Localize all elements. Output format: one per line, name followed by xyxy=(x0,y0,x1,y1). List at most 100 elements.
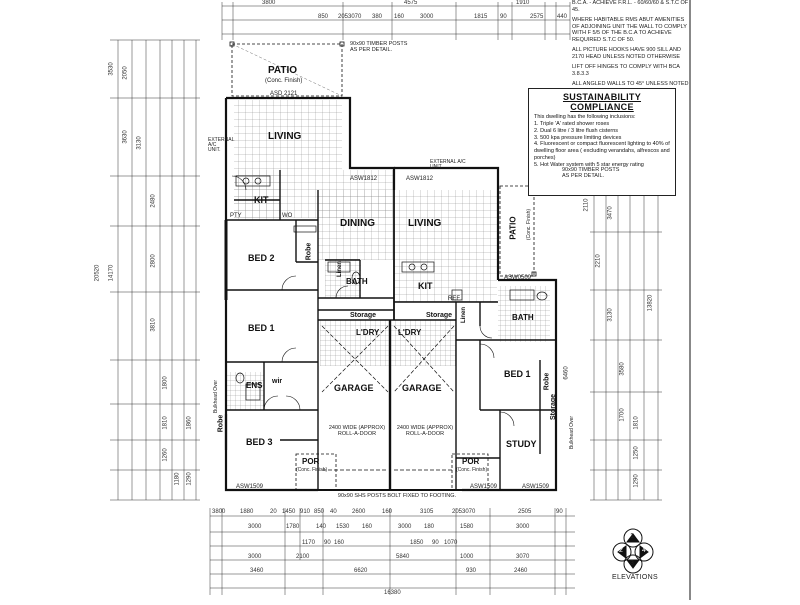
opening-asw-1812-a: ASW1812 xyxy=(350,176,378,182)
dim-left: 2480 xyxy=(150,194,157,208)
general-notes: B.C.A. - ACHIEVE F.R.L. - 60/60/60 & S.T… xyxy=(572,0,690,98)
dim-bottom: 850 xyxy=(314,509,325,515)
note-2: WHERE HABITABLE RMS ABUT AMENITIES OF AD… xyxy=(572,17,687,43)
dim-top: 380 xyxy=(372,14,383,20)
dim-top: 3800 xyxy=(262,0,276,6)
dim-right: 3130 xyxy=(607,308,614,322)
room-linen-right: Linen xyxy=(461,307,467,323)
dim-bottom: 2600 xyxy=(352,509,366,515)
dim-top: 4575 xyxy=(404,0,418,6)
dim-top: 2053070 xyxy=(338,14,362,20)
dim-top: 850 xyxy=(318,14,329,20)
dim-bottom: 2505 xyxy=(518,509,532,515)
sustainability-item: 3. 500 kpa pressure limiting devices xyxy=(534,134,622,141)
dim-top: 1910 xyxy=(516,0,530,6)
dim-bottom: 5840 xyxy=(396,554,410,560)
opening-asw-1509-a: ASW1509 xyxy=(236,484,264,490)
dim-bottom: 40 xyxy=(330,509,337,515)
sustainability-item: 2. Dual 6 litre / 3 litre flush cisterns xyxy=(534,127,619,134)
room-bed-1-left: BED 1 xyxy=(248,323,275,333)
dim-bottom: 90 xyxy=(556,509,563,515)
note-4: LIFT OFF HINGES TO COMPLY WITH BCA 3.8.3… xyxy=(572,64,680,77)
sustainability-box: SUSTAINABILITY COMPLIANCE This dwelling … xyxy=(528,88,676,196)
dim-bottom: 1850 xyxy=(410,540,424,546)
room-patio-right: PATIO xyxy=(508,216,518,240)
dim-right: 3580 xyxy=(619,362,626,376)
sustainability-title: SUSTAINABILITY COMPLIANCE xyxy=(562,92,642,112)
opening-asd-top: ASD 2121 xyxy=(270,91,298,97)
elevation-number: 1 xyxy=(630,533,634,540)
dim-bottom: 1530 xyxy=(336,524,350,530)
roll-door-left: 2400 WIDE (APPROX) ROLL-A-DOOR xyxy=(328,425,386,437)
dim-bottom-total: 16380 xyxy=(384,590,401,596)
dim-bottom: 90 xyxy=(432,540,439,546)
dim-left: 1810 xyxy=(162,416,169,430)
room-living-right: LIVING xyxy=(408,218,442,229)
dim-bottom: 180 xyxy=(424,524,435,530)
room-dining: DINING xyxy=(340,218,375,229)
dim-left: 2050 xyxy=(122,66,129,80)
dim-bottom: 3000 xyxy=(398,524,412,530)
room-kit-right: KIT xyxy=(418,281,433,291)
dim-left-total: 14170 xyxy=(108,264,115,282)
dim-right: 2110 xyxy=(583,198,590,212)
elevation-number: 2 xyxy=(619,547,623,554)
room-porch-right-finish: (Conc. Finish) xyxy=(456,467,488,473)
sustainability-item: 1. Triple 'A' rated shower roses xyxy=(534,121,610,127)
dim-bottom: 90 xyxy=(324,540,331,546)
dim-right: 1290 xyxy=(633,474,640,488)
room-kit-left: KIT xyxy=(254,195,269,205)
label-ref: REF xyxy=(448,296,460,302)
room-patio-right-finish: (Conc. Finish) xyxy=(526,208,533,241)
room-porch-left: POR xyxy=(302,457,320,466)
dim-bottom: 1780 xyxy=(286,524,300,530)
room-bed-1-right: BED 1 xyxy=(504,369,531,379)
dim-bottom: 160 xyxy=(334,540,345,546)
room-storage-mid: Storage xyxy=(426,312,453,319)
room-bath-left: BATH xyxy=(346,277,368,286)
dim-bottom: 1070 xyxy=(444,540,458,546)
dim-bottom: 2053070 xyxy=(452,509,476,515)
room-study: STUDY xyxy=(506,439,537,449)
dim-top: 440 xyxy=(557,14,568,20)
note-posts-right: 90x90 TIMBER POSTS AS PER DETAIL. xyxy=(562,167,620,179)
dim-right-total-2: 6460 xyxy=(563,366,570,380)
dim-right: 2210 xyxy=(595,254,602,268)
room-ensuite: ENS xyxy=(246,381,263,390)
dim-bottom: 2100 xyxy=(296,554,310,560)
label-pty: PTY xyxy=(230,213,242,219)
dim-left: 1800 xyxy=(162,376,169,390)
dim-bottom: 140 xyxy=(316,524,327,530)
opening-asw-1509-b: ASW1509 xyxy=(470,484,498,490)
label-wo: WO xyxy=(282,213,293,219)
dim-right-total: 13820 xyxy=(647,294,654,312)
dim-right: 1250 xyxy=(633,446,640,460)
room-bath-right: BATH xyxy=(512,313,534,322)
dim-left: 3810 xyxy=(150,318,157,332)
opening-asw-0509: ASW0509 xyxy=(504,275,532,281)
dim-bottom: 2460 xyxy=(514,568,528,574)
dim-left: 3630 xyxy=(122,130,129,144)
room-robe-c: Robe xyxy=(543,372,551,391)
dim-right: 1700 xyxy=(619,408,626,422)
room-linen-left: Linen xyxy=(337,261,343,277)
dim-bottom: 6620 xyxy=(354,568,368,574)
opening-asw-1812-b: ASW1812 xyxy=(406,176,434,182)
note-1: B.C.A. - ACHIEVE F.R.L. - 60/60/60 & S.T… xyxy=(572,0,689,13)
dim-top: 90 xyxy=(500,14,507,20)
room-living-left: LIVING xyxy=(268,131,302,142)
sustainability-item: 5. Hot Water system with 5 star energy r… xyxy=(534,161,644,168)
roll-door-right: 2400 WIDE (APPROX) ROLL-A-DOOR xyxy=(396,425,454,437)
note-ext-ac-right: EXTERNAL A/C UNIT. xyxy=(430,159,466,170)
opening-asw-1509-c: ASW1509 xyxy=(522,484,550,490)
dim-left-total-2: 20520 xyxy=(94,264,101,282)
room-storage-right: Storage xyxy=(550,393,557,420)
room-robe-a: Robe xyxy=(305,242,313,261)
room-porch-left-finish: (Conc. Finish) xyxy=(296,467,328,473)
dim-bottom: 3000 xyxy=(248,554,262,560)
room-patio-top-finish: (Conc. Finish) xyxy=(265,78,303,84)
dim-top: 2575 xyxy=(530,14,544,20)
note-ext-ac-left: EXTERNAL A/C UNIT. xyxy=(208,137,235,153)
dim-left: 2800 xyxy=(150,254,157,268)
